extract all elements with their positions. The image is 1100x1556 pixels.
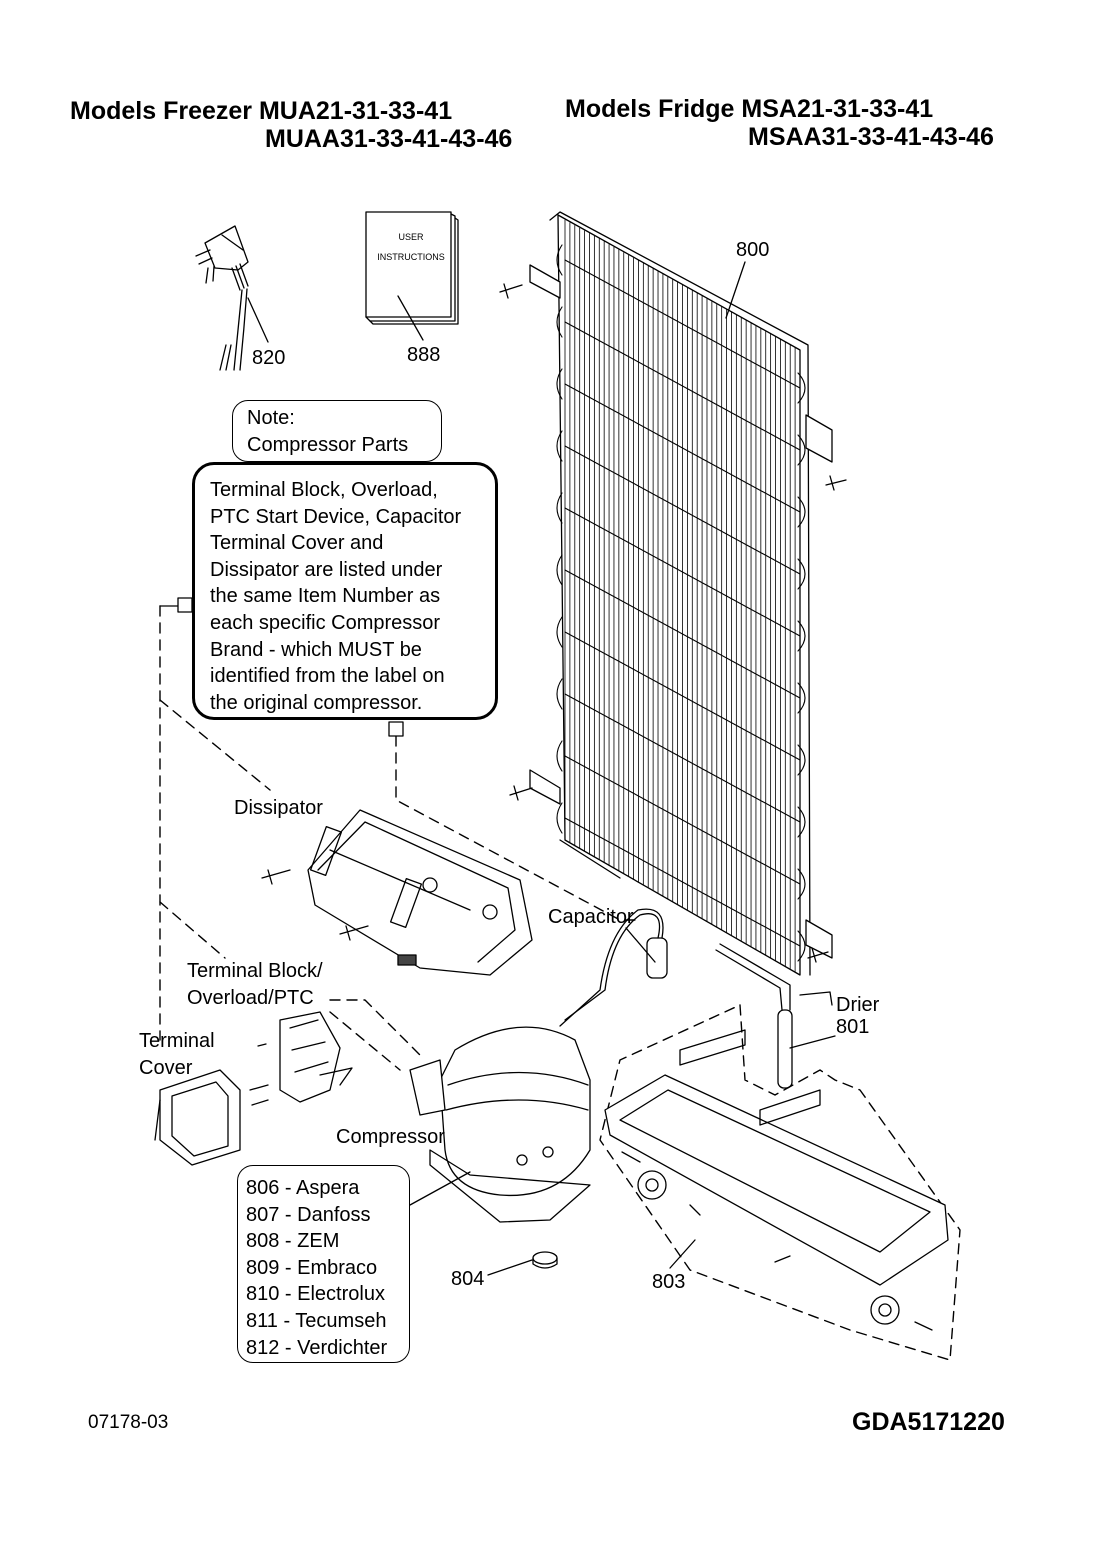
note-line: Terminal Block, Overload,	[210, 479, 438, 501]
label-compressor: Compressor	[336, 1126, 445, 1148]
label-803: 803	[652, 1271, 686, 1293]
label-820: 820	[252, 347, 286, 369]
brand-item: 807 - Danfoss	[246, 1203, 371, 1226]
note-line: Brand - which MUST be	[210, 638, 422, 661]
booklet-line-2: INSTRUCTIONS	[377, 252, 445, 262]
document-number: GDA5171220	[852, 1408, 1005, 1436]
condenser-grid	[499, 211, 847, 976]
label-dissipator: Dissipator	[234, 797, 323, 819]
drawing-code: 07178-03	[88, 1412, 169, 1433]
booklet-line-1: USER	[398, 232, 424, 242]
compressor-body	[409, 1026, 591, 1223]
note-compressor-parts: Note: Compressor Parts	[232, 400, 442, 462]
note-subtitle: Compressor Parts	[247, 434, 409, 456]
booklet-title: USER INSTRUCTIONS	[372, 227, 450, 267]
grommet-804	[532, 1251, 558, 1269]
label-terminal-block-1: Terminal Block/	[187, 960, 323, 982]
dissipator-tray	[261, 809, 533, 976]
user-instructions-booklet	[365, 211, 459, 325]
brand-item: 811 - Tecumseh	[246, 1309, 387, 1332]
note-line: each specific Compressor	[210, 611, 441, 634]
note-compressor-parts-detail: Terminal Block, Overload, PTC Start Devi…	[192, 462, 498, 720]
brand-item: 810 - Electrolux	[246, 1283, 385, 1306]
note-line: the original compressor.	[210, 691, 423, 714]
power-plug-icon	[195, 225, 249, 371]
brand-item: 808 - ZEM	[246, 1230, 340, 1253]
brand-item: 806 - Aspera	[246, 1177, 360, 1199]
label-terminal-block-2: Overload/PTC	[187, 987, 314, 1009]
base-frame	[604, 1029, 949, 1331]
freezer-models-line-2: MUAA31-33-41-43-46	[265, 125, 513, 153]
drier-tube	[715, 943, 833, 1089]
fridge-models-line-2: MSAA31-33-41-43-46	[748, 123, 994, 151]
note-title: Note:	[247, 407, 295, 429]
label-804: 804	[451, 1268, 485, 1290]
freezer-models-line-1: Models Freezer MUA21-31-33-41	[70, 97, 453, 125]
label-drier: Drier	[836, 994, 880, 1016]
label-terminal-cover-1: Terminal	[139, 1030, 215, 1052]
capacitor-component	[559, 908, 668, 1027]
label-capacitor: Capacitor	[548, 906, 634, 928]
fridge-models-line-1: Models Fridge MSA21-31-33-41	[565, 95, 934, 123]
label-888: 888	[407, 344, 441, 366]
label-800: 800	[736, 239, 770, 261]
terminal-block-component	[249, 1011, 353, 1106]
label-801: 801	[836, 1016, 870, 1038]
terminal-cover-component	[154, 1069, 241, 1166]
note-line: Dissipator are listed under	[210, 558, 443, 581]
label-terminal-cover-2: Cover	[139, 1057, 193, 1079]
brand-item: 812 - Verdichter	[246, 1336, 388, 1359]
note-line: Terminal Cover and	[210, 532, 384, 555]
note-line: the same Item Number as	[210, 585, 441, 608]
note-line: identified from the label on	[210, 665, 445, 688]
brand-item: 809 - Embraco	[246, 1256, 378, 1279]
note-line: PTC Start Device, Capacitor	[210, 505, 462, 528]
compressor-brand-list: 806 - Aspera 807 - Danfoss 808 - ZEM 809…	[237, 1165, 410, 1363]
